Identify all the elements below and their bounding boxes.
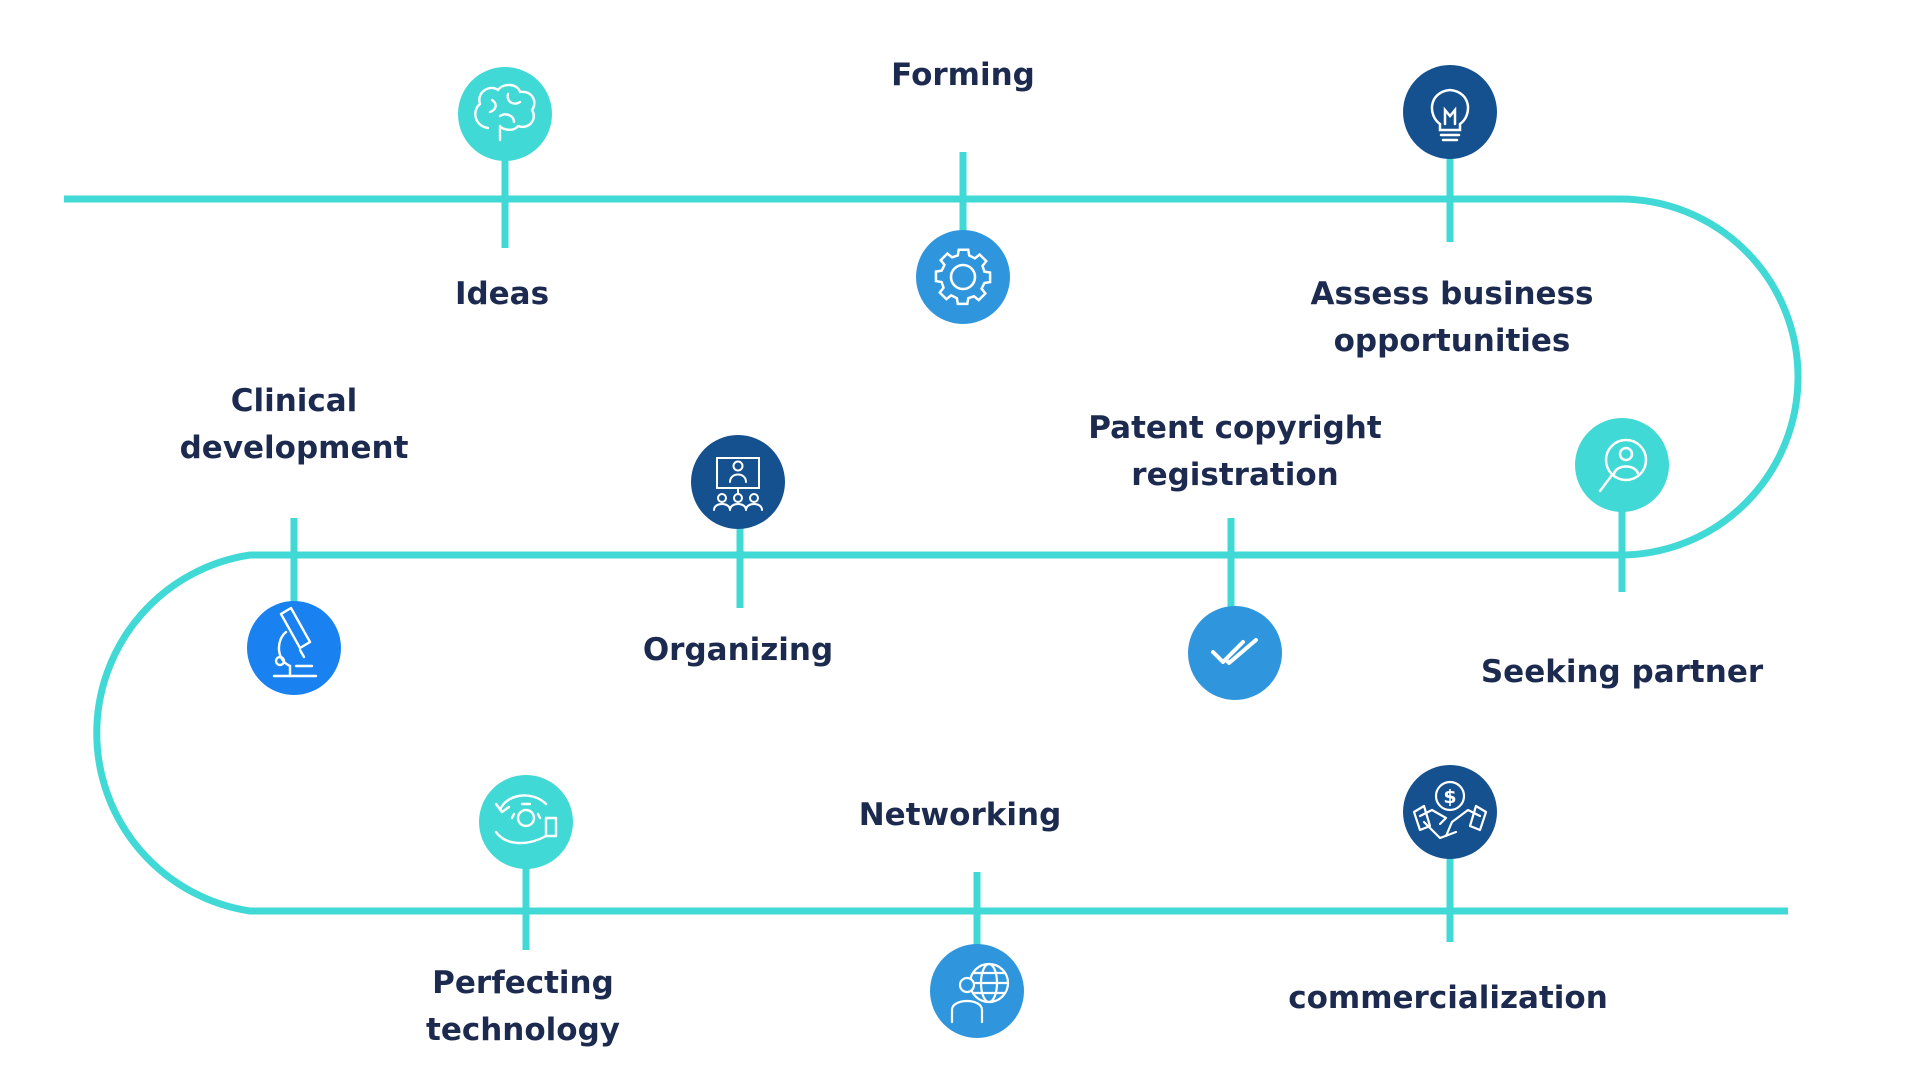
lightbulb-icon <box>1430 88 1470 142</box>
stage-label-assess: Assess business opportunities <box>1310 276 1594 359</box>
stage-label-networking: Networking <box>858 797 1062 833</box>
presentation-team-icon <box>713 457 763 511</box>
stage-label-ideas: Ideas <box>454 276 550 312</box>
magnifier-person-icon <box>1598 438 1648 493</box>
microscope-icon <box>272 606 318 678</box>
handshake-dollar-icon: $ <box>1412 780 1488 840</box>
forming-icon-node <box>916 230 1010 324</box>
clinical-icon-node <box>247 601 341 695</box>
assess-icon-node <box>1403 65 1497 159</box>
stage-label-perfecting: Perfecting technology <box>426 965 620 1048</box>
stage-label-seeking: Seeking partner <box>1480 654 1764 690</box>
stage-label-patent: Patent copyright registration <box>1088 410 1382 493</box>
gear-icon <box>934 248 992 306</box>
seeking-icon-node <box>1575 418 1669 512</box>
networking-icon-node <box>930 944 1024 1038</box>
connector-stems <box>290 150 1626 955</box>
patent-icon-node <box>1188 606 1282 700</box>
svg-text:$: $ <box>1443 786 1456 808</box>
stage-label-clinical: Clinical development <box>179 383 409 466</box>
ideas-icon-node <box>458 67 552 161</box>
commercialization-icon-node: $ <box>1403 765 1497 859</box>
globe-person-icon <box>950 962 1010 1024</box>
stage-label-forming: Forming <box>891 57 1035 93</box>
brain-icon <box>474 83 536 142</box>
hand-gear-icon <box>494 794 558 845</box>
organizing-icon-node <box>691 435 785 529</box>
stage-label-commercialization: commercialization <box>1288 980 1608 1016</box>
stage-label-organizing: Organizing <box>642 632 834 668</box>
timeline-path <box>64 195 1802 915</box>
double-check-icon <box>1211 638 1258 665</box>
perfecting-icon-node <box>479 775 573 869</box>
